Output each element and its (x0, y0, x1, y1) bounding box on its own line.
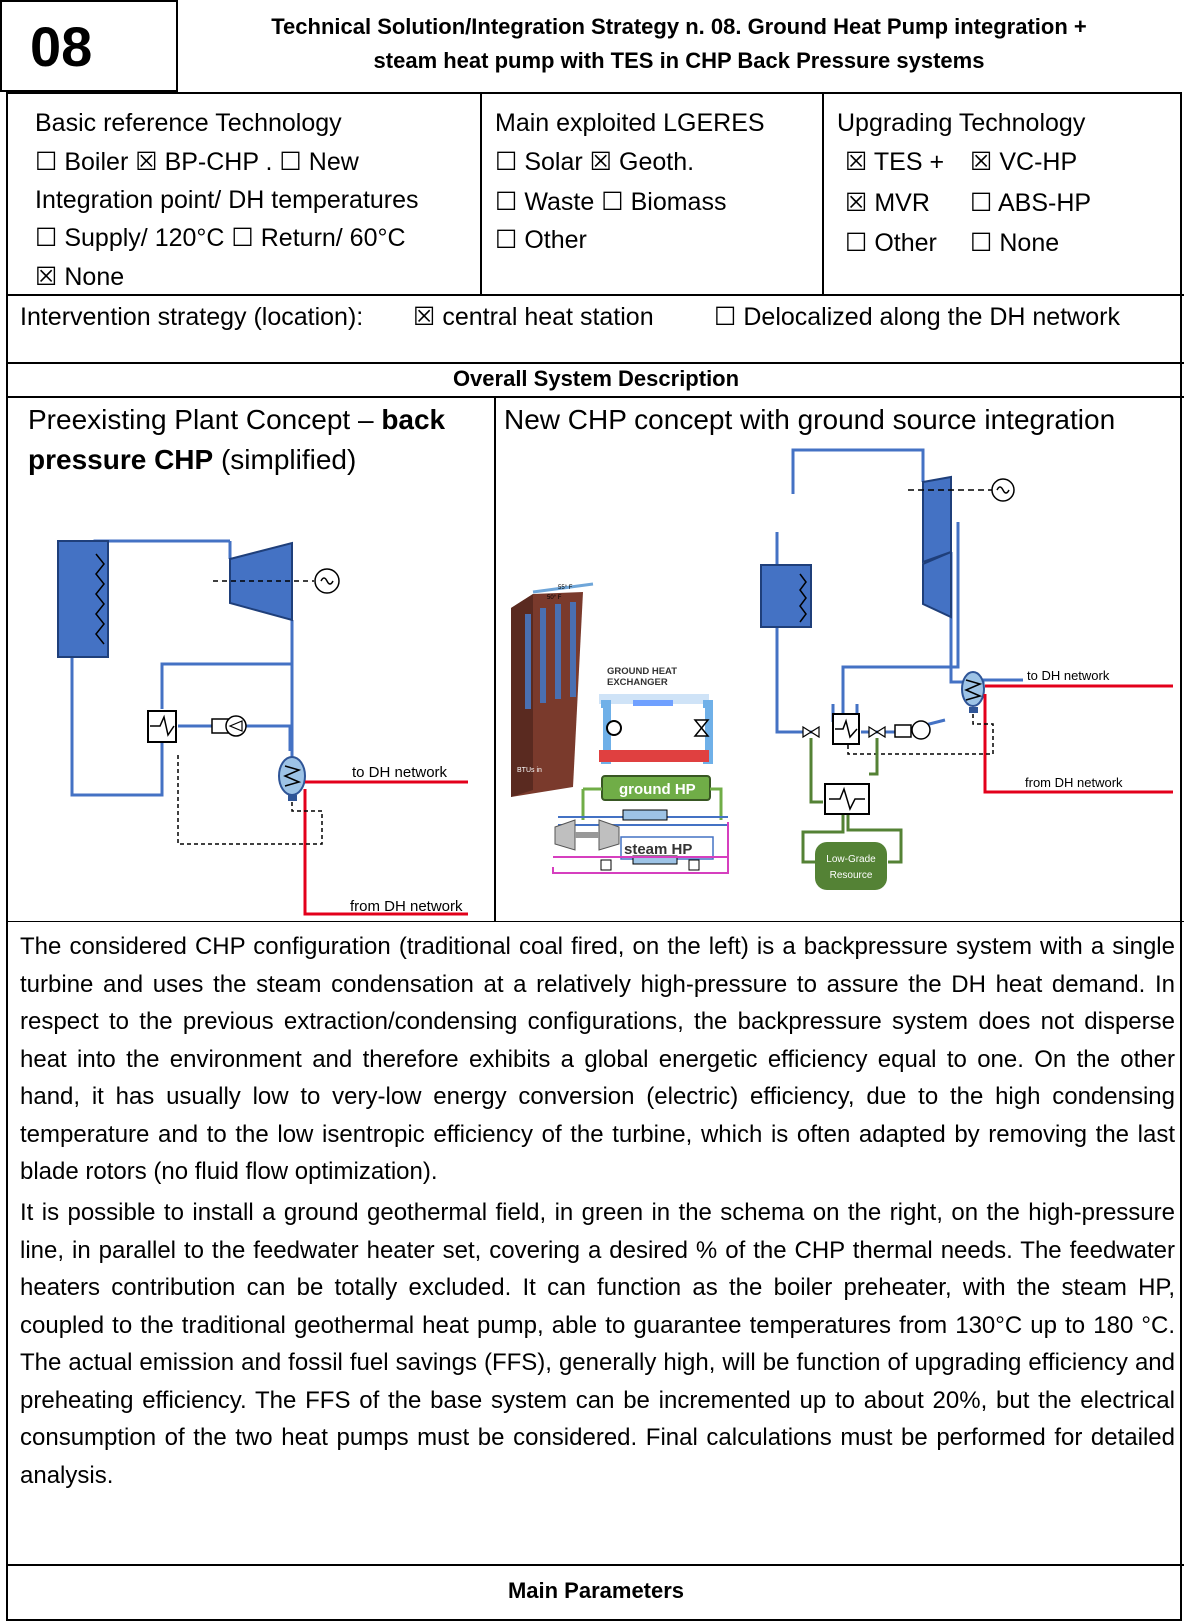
right-turbine-shape (922, 550, 952, 619)
svg-text:GROUND HEAT: GROUND HEAT (607, 666, 677, 677)
integration-none-option[interactable]: ☒ None (35, 263, 125, 291)
basic-reference-label: Basic reference Technology (35, 109, 342, 137)
right-to-dh-label: to DH network (1027, 668, 1110, 683)
grid-bottom-line (8, 294, 1184, 296)
strategy-number: 08 (0, 0, 178, 92)
lgeres-options-2[interactable]: ☐ Waste ☐ Biomass (495, 188, 727, 216)
overall-heading: Overall System Description (452, 366, 740, 391)
basic-reference-options[interactable]: ☐ Boiler ☒ BP-CHP . ☐ New (35, 148, 359, 176)
upgrading-label: Upgrading Technology (837, 109, 1086, 137)
left-plant-diagram: to DH network from DH network (57, 539, 468, 916)
upgrading-abshp[interactable]: ☐ ABS-HP (970, 189, 1092, 217)
lgeres-options-3[interactable]: ☐ Other (495, 226, 587, 254)
description-paragraph-1: The considered CHP configuration (tradit… (20, 933, 1175, 1185)
right-condenser-shape (961, 671, 985, 707)
integration-point-label: Integration point/ DH temperatures (35, 186, 419, 214)
title-line-2: steam heat pump with TES in CHP Back Pre… (373, 48, 985, 73)
diagram-divider (494, 396, 496, 922)
intervention-delocalized[interactable]: ☐ Delocalized along the DH network (714, 303, 1120, 331)
diagram-bottom-line (8, 921, 1184, 922)
lgeres-options-1[interactable]: ☐ Solar ☒ Geoth. (495, 148, 695, 176)
intervention-label: Intervention strategy (location): (20, 303, 364, 331)
lgeres-label: Main exploited LGERES (495, 109, 765, 137)
intervention-central[interactable]: ☒ central heat station (413, 303, 654, 331)
divider-diagrams (8, 396, 1184, 398)
upgrading-vchp[interactable]: ☒ VC-HP (970, 148, 1078, 176)
divider-overall (8, 362, 1184, 364)
svg-text:50° F: 50° F (547, 595, 562, 601)
upgrading-tes[interactable]: ☒ TES + (845, 148, 945, 176)
grid-divider-2 (822, 94, 824, 294)
strategy-title: Technical Solution/Integration Strategy … (178, 0, 1180, 92)
right-pump-icon (911, 720, 931, 740)
left-to-dh-label: to DH network (352, 764, 448, 781)
integration-point-options[interactable]: ☐ Supply/ 120°C ☐ Return/ 60°C (35, 224, 406, 252)
main-parameters-heading: Main Parameters (507, 1578, 685, 1603)
content-frame: Basic reference Technology ☐ Boiler ☒ BP… (6, 92, 1184, 1621)
upgrading-mvr[interactable]: ☒ MVR (845, 189, 930, 217)
right-diagram-title: New CHP concept with ground source integ… (504, 404, 1116, 435)
description-paragraph-2: It is possible to install a ground geoth… (20, 1199, 1175, 1489)
upgrading-none[interactable]: ☐ None (970, 229, 1060, 257)
left-from-dh-label: from DH network (350, 898, 463, 915)
svg-text:55° F: 55° F (558, 585, 573, 591)
upgrading-other[interactable]: ☐ Other (845, 229, 937, 257)
title-line-1: Technical Solution/Integration Strategy … (271, 14, 1087, 39)
svg-text:BTUs in: BTUs in (517, 767, 542, 774)
left-diagram-title: Preexisting Plant Concept – back pressur… (28, 404, 446, 475)
svg-text:Low-Grade: Low-Grade (826, 854, 876, 865)
right-from-dh-label: from DH network (1025, 775, 1123, 790)
grid-divider-1 (480, 94, 482, 294)
low-grade-resource-box (815, 842, 887, 890)
svg-text:ground HP: ground HP (619, 781, 696, 798)
condenser-shape (278, 756, 306, 796)
svg-text:Resource: Resource (830, 870, 873, 881)
svg-text:EXCHANGER: EXCHANGER (607, 677, 668, 688)
ground-heat-exchanger-image: 55° F 50° F BTUs in GROUND HEAT EXCHANGE… (511, 582, 713, 797)
right-plant-diagram: 55° F 50° F BTUs in GROUND HEAT EXCHANGE… (511, 448, 1173, 890)
divider-main-parameters (8, 1564, 1184, 1566)
svg-text:steam HP: steam HP (624, 841, 692, 858)
